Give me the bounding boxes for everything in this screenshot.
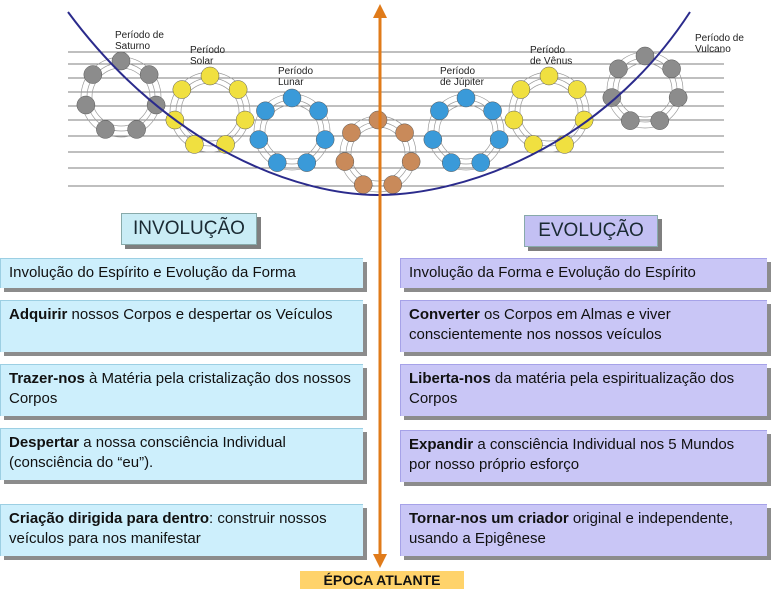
globe-solar: [172, 80, 192, 99]
globe-atlante: [395, 123, 414, 143]
atlantean-epoch-label: ÉPOCA ATLANTE: [300, 571, 464, 589]
globe-saturno: [83, 65, 103, 84]
globe-venus: [504, 110, 524, 130]
globe-saturno: [76, 95, 96, 115]
evolution-card-3: Liberta-nos da matéria pela espiritualiz…: [400, 364, 767, 416]
evolution-curve: [67, 11, 691, 197]
involution-card-4: Despertar a nossa consciência Individual…: [0, 428, 363, 480]
involution-title: INVOLUÇÃO: [121, 213, 257, 245]
involution-card-5: Criação dirigida para dentro: construir …: [0, 504, 363, 556]
globe-jupiter: [471, 153, 491, 172]
globe-atlante: [353, 175, 373, 194]
globe-vulcano: [662, 59, 681, 79]
globe-lunar: [256, 101, 275, 121]
globe-venus: [555, 135, 574, 154]
evolution-card-1: Involução da Forma e Evolução do Espírit…: [400, 258, 767, 288]
globe-atlante: [342, 123, 361, 143]
periods-diagram: [67, 11, 724, 197]
globe-jupiter: [483, 101, 502, 121]
globe-solar: [185, 135, 204, 154]
globe-atlante: [401, 152, 421, 171]
globe-saturno: [127, 120, 146, 139]
globe-vulcano: [635, 46, 655, 66]
globe-vulcano: [620, 111, 640, 130]
globe-jupiter: [489, 130, 509, 149]
evolution-card-4: Expandir a consciência Individual nos 5 …: [400, 430, 767, 482]
globe-jupiter: [430, 101, 449, 121]
globe-saturno: [111, 51, 131, 71]
involution-card-3: Trazer-nos à Matéria pela cristalização …: [0, 364, 363, 416]
globe-solar: [200, 66, 220, 86]
globe-lunar: [315, 130, 335, 149]
globe-solar: [235, 110, 255, 130]
globe-atlante: [383, 175, 403, 194]
globe-venus: [539, 66, 559, 86]
evolution-card-2: Converter os Corpos em Almas e viver con…: [400, 300, 767, 352]
globe-solar: [216, 135, 235, 154]
globe-venus: [511, 80, 531, 99]
globe-lunar: [297, 153, 317, 172]
globe-jupiter: [456, 88, 476, 108]
globe-saturno: [139, 65, 159, 84]
globe-lunar: [309, 101, 328, 121]
globe-venus: [567, 80, 587, 99]
globe-vulcano: [650, 111, 670, 130]
evolution-title: EVOLUÇÃO: [524, 215, 658, 247]
globe-jupiter: [441, 153, 461, 172]
globe-vulcano: [609, 59, 628, 79]
globe-lunar: [282, 88, 302, 108]
globe-vulcano: [602, 88, 622, 107]
globe-venus: [574, 110, 594, 130]
globe-solar: [228, 80, 248, 99]
globe-atlante: [368, 110, 388, 130]
evolution-card-5: Tornar-nos um criador original e indepen…: [400, 504, 767, 556]
involution-card-2: Adquirir nossos Corpos e despertar os Ve…: [0, 300, 363, 352]
globe-lunar: [267, 153, 287, 172]
globe-vulcano: [668, 88, 688, 107]
globe-lunar: [249, 130, 269, 149]
globe-saturno: [96, 120, 115, 139]
globe-atlante: [335, 152, 355, 171]
involution-card-1: Involução do Espírito e Evolução da Form…: [0, 258, 363, 288]
globe-jupiter: [423, 130, 443, 149]
